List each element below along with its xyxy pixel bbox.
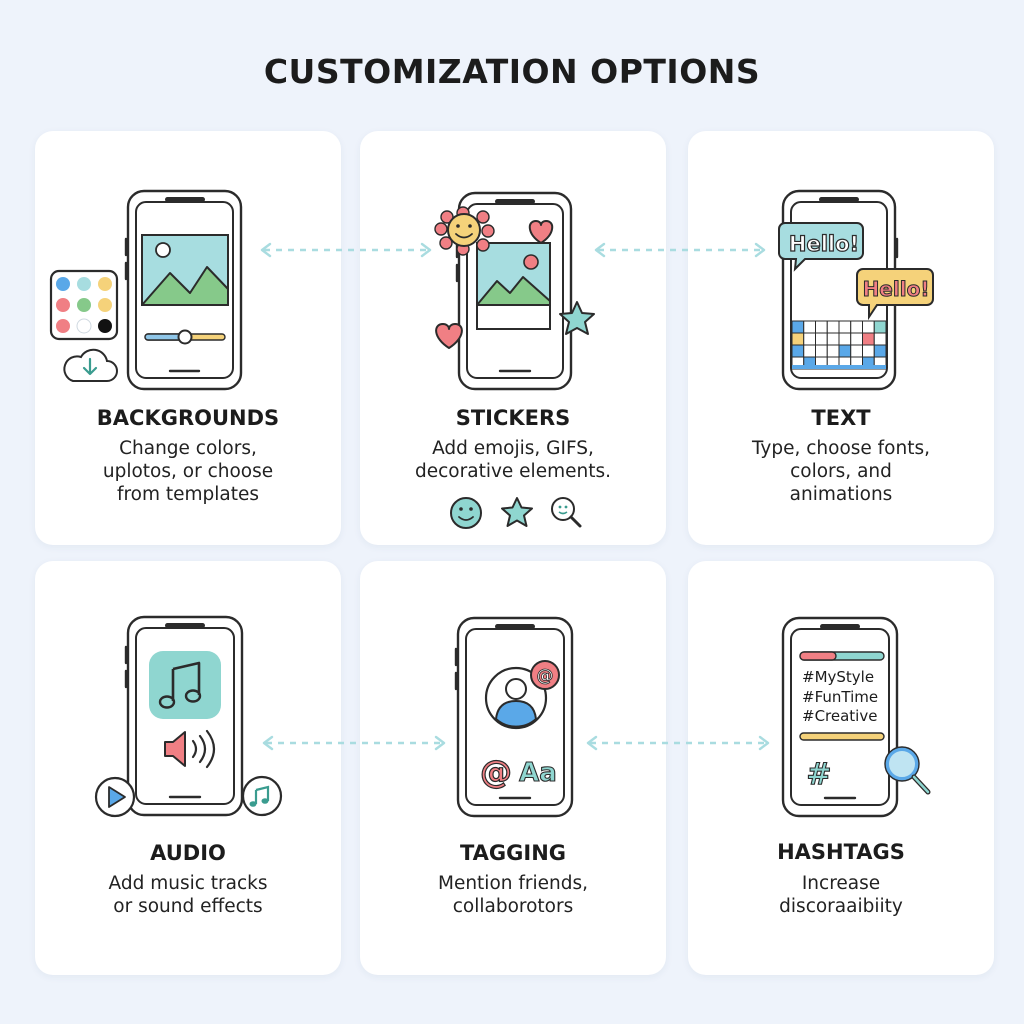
keyboard-key[interactable]	[803, 332, 816, 346]
keyboard-key[interactable]	[850, 332, 863, 346]
speech-bubble-hello-1: Hello!	[778, 222, 864, 272]
keyboard-key[interactable]	[791, 332, 805, 346]
card-title-text: TEXT	[811, 406, 871, 430]
mention-badge-text: @	[537, 666, 554, 686]
brightness-slider[interactable]	[144, 329, 226, 345]
keyboard-key[interactable]	[838, 344, 852, 358]
keyboard-key[interactable]	[815, 332, 828, 346]
card-text: Hello! Hello! TEXT Type, choose fonts, c…	[688, 131, 994, 545]
card-desc-text: Type, choose fonts, colors, and animatio…	[751, 438, 931, 505]
at-symbol-icon: @	[480, 753, 512, 791]
card-tagging: @ @ Aa TAGGING Mention friends, collabor…	[360, 561, 666, 975]
keyboard-key[interactable]	[838, 332, 852, 346]
keyboard-key[interactable]	[850, 320, 863, 334]
keyboard-key[interactable]	[791, 320, 805, 334]
keyboard-key[interactable]	[791, 344, 805, 358]
card-desc-hashtags: Increase discoraaibiity	[779, 873, 903, 917]
tagging-illustration: @ @ Aa	[454, 616, 574, 818]
sun-smiley-sticker[interactable]	[434, 206, 495, 256]
top-progress-bar	[799, 651, 885, 661]
card-stickers: STICKERS Add emojis, GIFS, decorative el…	[360, 131, 666, 545]
photo-icon	[476, 242, 551, 330]
hashtag-item[interactable]: #MyStyle	[802, 668, 874, 686]
keyboard-key[interactable]	[873, 332, 887, 346]
bottom-bar	[799, 732, 885, 741]
card-desc-backgrounds: Change colors, uplotos, or choose from t…	[102, 438, 274, 505]
keyboard-key[interactable]	[850, 344, 863, 358]
speech-bubble-hello-2: Hello!	[856, 268, 934, 321]
smiley-icon[interactable]	[450, 497, 482, 529]
hashtag-item[interactable]: #Creative	[802, 707, 877, 725]
keyboard-key[interactable]	[826, 344, 840, 358]
page-title: CUSTOMIZATION OPTIONS	[263, 52, 761, 91]
cloud-download-icon[interactable]	[63, 348, 118, 382]
heart-sticker-top[interactable]	[528, 220, 554, 244]
card-desc-audio: Add music tracks or sound effects	[108, 873, 268, 917]
mention-badge-icon[interactable]: @	[530, 660, 560, 690]
color-palette-icon[interactable]	[49, 269, 119, 341]
font-aa-icon: Aa	[519, 758, 557, 788]
play-button-icon[interactable]	[94, 776, 136, 818]
music-note-small-icon[interactable]	[241, 775, 283, 817]
keyboard-key[interactable]	[815, 344, 828, 358]
card-title-backgrounds: BACKGROUNDS	[96, 406, 280, 430]
user-avatar-icon[interactable]	[484, 666, 548, 730]
keyboard-key[interactable]	[862, 320, 875, 334]
speaker-volume-icon[interactable]	[164, 729, 216, 769]
star-sticker[interactable]	[559, 301, 595, 335]
card-audio: AUDIO Add music tracks or sound effects	[35, 561, 341, 975]
search-magnifier-icon[interactable]	[884, 746, 931, 795]
keyboard-key[interactable]	[815, 320, 828, 334]
audio-illustration	[94, 615, 283, 818]
card-title-audio: AUDIO	[150, 841, 226, 865]
speech-bubble-hello-1-text: Hello!	[789, 232, 859, 256]
keyboard-key[interactable]	[838, 320, 852, 334]
speech-bubble-hello-2-text: Hello!	[863, 277, 930, 301]
keyboard-grid[interactable]	[791, 320, 887, 370]
card-desc-stickers: Add emojis, GIFS, decorative elements.	[415, 438, 611, 482]
hash-symbol-icon: #	[806, 757, 831, 792]
keyboard-key[interactable]	[862, 332, 875, 346]
phone-frame	[781, 616, 899, 818]
music-note-icon	[149, 651, 221, 719]
connector-arrow-tagging-hashtags	[586, 735, 770, 751]
card-hashtags: #MyStyle #FunTime #Creative # HASHTAGS I…	[688, 561, 994, 975]
card-desc-tagging: Mention friends, collaborotors	[437, 873, 588, 917]
connector-arrow-audio-tagging	[262, 735, 446, 751]
keyboard-key[interactable]	[803, 344, 816, 358]
keyboard-key[interactable]	[826, 332, 840, 346]
connector-arrow-stickers-text	[594, 242, 766, 258]
heart-sticker-left[interactable]	[435, 323, 463, 349]
stickers-illustration	[434, 191, 595, 529]
keyboard-key[interactable]	[826, 320, 840, 334]
star-icon[interactable]	[501, 497, 533, 527]
card-title-tagging: TAGGING	[459, 841, 567, 865]
card-backgrounds: BACKGROUNDS Change colors, uplotos, or c…	[35, 131, 341, 545]
text-illustration: Hello! Hello!	[778, 189, 934, 391]
hashtags-illustration: #MyStyle #FunTime #Creative #	[781, 616, 931, 818]
gif-search-icon[interactable]	[551, 497, 582, 528]
backgrounds-illustration	[49, 189, 243, 391]
card-title-hashtags: HASHTAGS	[777, 840, 905, 864]
keyboard-key[interactable]	[862, 344, 875, 358]
keyboard-spacebar[interactable]	[792, 365, 886, 369]
card-title-stickers: STICKERS	[455, 406, 571, 430]
hashtag-item[interactable]: #FunTime	[802, 688, 878, 706]
keyboard-key[interactable]	[803, 320, 816, 334]
connector-arrow-backgrounds-stickers	[260, 242, 432, 258]
image-icon	[141, 234, 229, 306]
keyboard-key[interactable]	[873, 344, 887, 358]
keyboard-key[interactable]	[873, 320, 887, 334]
